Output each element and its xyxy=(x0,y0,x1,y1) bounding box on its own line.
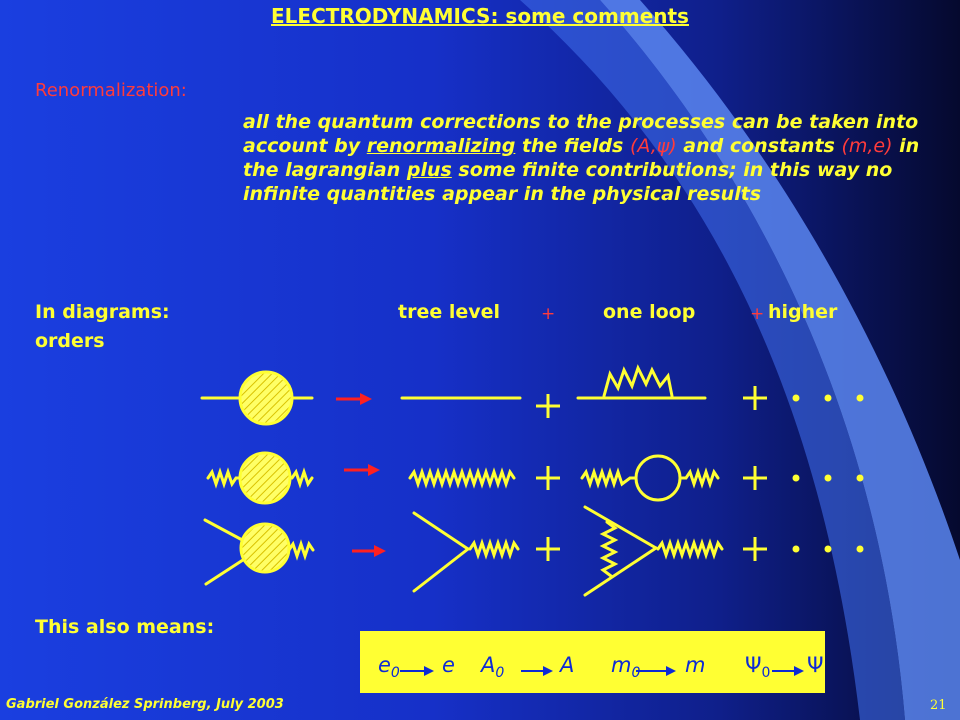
renormalization-text: all the quantum corrections to the proce… xyxy=(243,111,920,205)
plus-sign: + xyxy=(750,304,765,324)
equivalence-arrows xyxy=(400,666,804,676)
bare-mass: m0 xyxy=(611,653,641,682)
slide-title: ELECTRODYNAMICS: some comments xyxy=(271,4,689,28)
renormalized-charge: e xyxy=(442,653,455,677)
renormalized-field-a: A xyxy=(560,653,575,677)
footer-author: Gabriel González Sprinberg, July 2003 xyxy=(6,697,284,712)
arrows xyxy=(336,393,386,557)
bare-field-a: A0 xyxy=(481,653,505,682)
in-diagrams-label: In diagrams: xyxy=(35,301,170,323)
one-loop-label: one loop xyxy=(603,301,696,323)
row-photon-propagator xyxy=(206,451,720,505)
equivalence-box: e0 e A0 A m0 m Ψ0 Ψ xyxy=(360,631,825,693)
plus-sign: + xyxy=(541,304,556,324)
ellipsis-dots xyxy=(792,394,864,553)
plus-signs xyxy=(536,386,767,561)
higher-label: higher xyxy=(768,301,838,323)
row-fermion-propagator xyxy=(200,364,707,426)
this-also-means-label: This also means: xyxy=(35,616,215,638)
renormalized-mass: m xyxy=(685,653,706,677)
row-vertex xyxy=(203,505,724,597)
page-number: 21 xyxy=(930,698,947,713)
renormalized-field-psi: Ψ xyxy=(807,653,824,677)
tree-level-label: tree level xyxy=(398,301,501,323)
bare-field-psi: Ψ0 xyxy=(745,653,771,682)
orders-label: orders xyxy=(35,330,105,352)
renormalization-label: Renormalization: xyxy=(35,80,187,101)
bare-charge: e0 xyxy=(378,653,400,682)
